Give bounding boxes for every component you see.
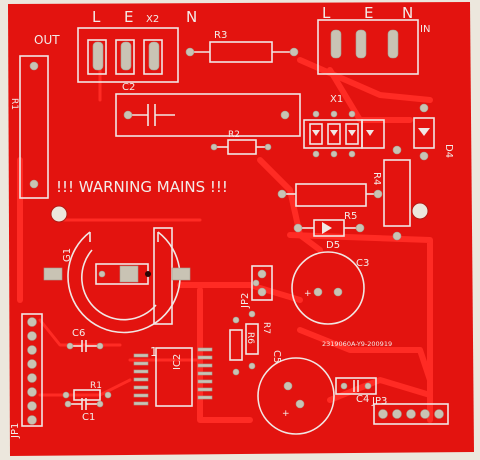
mounting-hole-right	[411, 202, 429, 220]
resistor-r2	[210, 139, 272, 155]
capacitor-c6	[66, 340, 104, 352]
label-c6: C6	[72, 328, 85, 339]
resistor-r6	[229, 316, 243, 376]
label-n-left: N	[186, 8, 197, 26]
resistor-r1-small	[62, 389, 112, 401]
label-l-right: L	[322, 4, 331, 22]
label-r1-top: R1	[9, 98, 19, 110]
label-x1: X1	[330, 94, 343, 105]
terminal-x2	[77, 27, 179, 83]
header-jp1	[21, 313, 43, 427]
diode-d5	[293, 219, 365, 237]
label-r2: R2	[228, 130, 240, 140]
label-out: OUT	[34, 33, 60, 47]
label-r5: R5	[344, 211, 357, 222]
label-pin1: 1	[150, 345, 158, 359]
label-l-left: L	[92, 8, 101, 26]
capacitor-c2	[115, 93, 301, 137]
resistor-r3	[185, 41, 299, 63]
label-ic2: IC2	[172, 354, 183, 370]
resistor-r1-vertical	[19, 55, 49, 199]
bridge-rectifier-x1	[303, 110, 385, 158]
label-c5: C5	[271, 350, 282, 363]
label-c3: C3	[356, 258, 369, 269]
warning-mains-text: !!! WARNING MAINS !!!	[56, 178, 228, 196]
diode-d4	[413, 103, 435, 161]
label-e-right: E	[364, 4, 373, 22]
label-d5: D5	[326, 240, 340, 251]
label-c2: C2	[122, 82, 135, 93]
ic2-pads-left	[133, 353, 149, 406]
part-number-text: 2319060A-Y9-200919	[322, 340, 392, 348]
label-d4: D4	[443, 144, 454, 158]
capacitor-c4	[335, 377, 377, 395]
label-r4: R4	[371, 172, 382, 185]
mounting-hole-left	[50, 205, 68, 223]
ic2-pads-right	[197, 347, 213, 400]
capacitor-c3: +	[291, 251, 365, 325]
svg-text:+: +	[282, 409, 290, 419]
label-in: IN	[420, 24, 430, 35]
terminal-in	[317, 19, 419, 75]
jumper-jp2	[251, 265, 273, 301]
label-jp3: JP3	[371, 396, 387, 407]
label-x2: X2	[146, 14, 159, 25]
label-g1: G1	[62, 248, 73, 262]
label-jp1: JP1	[10, 423, 21, 439]
header-jp3	[373, 403, 449, 425]
resistor-r5	[277, 183, 383, 207]
ic2-footprint	[133, 347, 213, 407]
capacitor-c5: +	[257, 357, 335, 435]
label-c4: C4	[356, 394, 369, 405]
label-r6: R6	[245, 332, 255, 344]
battery-holder-g1	[43, 227, 191, 334]
resistor-r4	[383, 145, 411, 241]
capacitor-c1	[64, 398, 104, 410]
label-jp2: JP2	[240, 293, 251, 309]
label-r1: R1	[90, 381, 102, 391]
label-r3: R3	[214, 30, 227, 41]
label-n-right: N	[402, 4, 413, 22]
label-r7: R7	[261, 322, 271, 334]
label-c1: C1	[82, 412, 95, 423]
resistor-r7	[245, 310, 259, 370]
label-e-left: E	[124, 8, 133, 26]
svg-text:+: +	[304, 289, 312, 299]
